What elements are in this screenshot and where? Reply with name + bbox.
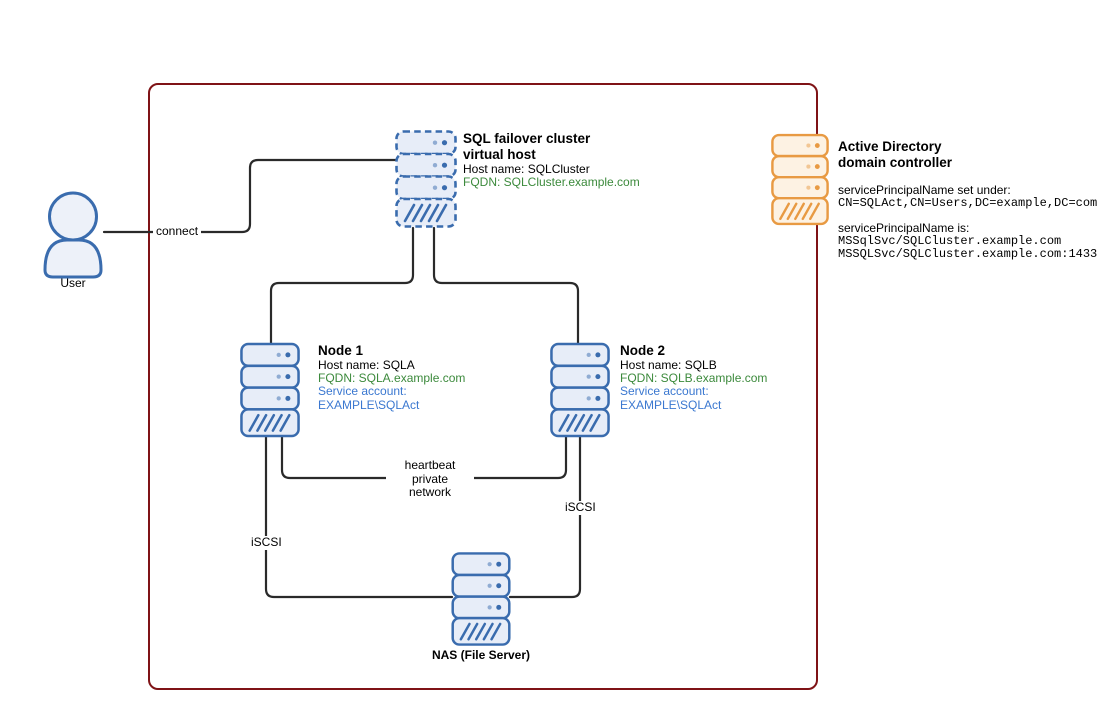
node2-hostname: Host name: SQLB: [620, 358, 717, 372]
active-directory-info: Active Directory domain controller servi…: [838, 139, 1097, 261]
node1-service-account: Service account: EXAMPLE\SQLAct: [318, 384, 420, 412]
virtual-host-hostname: Host name: SQLCluster: [463, 162, 590, 176]
spn-is-values: MSSqlSvc/SQLCluster.example.com MSSQLSvc…: [838, 234, 1098, 262]
active-directory-server-icon: [771, 131, 829, 233]
spn-set-under-value: CN=SQLAct,CN=Users,DC=example,DC=com: [838, 196, 1098, 211]
virtual-host-title: SQL failover cluster virtual host: [463, 131, 591, 162]
node1-server-icon: [240, 342, 300, 443]
node2-service-account: Service account: EXAMPLE\SQLAct: [620, 384, 722, 412]
heartbeat-network-label: heartbeat private network: [386, 458, 474, 500]
node1-hostname: Host name: SQLA: [318, 358, 415, 372]
node2-info: Node 2 Host name: SQLB FQDN: SQLB.exampl…: [620, 343, 767, 412]
spn-set-under-label: servicePrincipalName set under:: [838, 183, 1011, 197]
node1-fqdn: FQDN: SQLA.example.com: [318, 371, 466, 386]
virtual-host-info: SQL failover cluster virtual host Host n…: [463, 131, 640, 189]
node1-info: Node 1 Host name: SQLA FQDN: SQLA.exampl…: [318, 343, 465, 412]
active-directory-title: Active Directory domain controller: [838, 139, 953, 170]
nas-label: NAS (File Server): [431, 648, 531, 662]
node2-server-icon: [550, 342, 610, 443]
cluster-boundary: [148, 83, 818, 690]
nas-server-icon: [450, 552, 512, 651]
user-label: User: [60, 276, 86, 290]
node2-title: Node 2: [620, 343, 666, 358]
virtual-host-server-icon: [395, 130, 457, 233]
connect-label: connect: [153, 224, 202, 239]
virtual-host-fqdn: FQDN: SQLCluster.example.com: [463, 175, 640, 190]
spn-is-label: servicePrincipalName is:: [838, 221, 970, 236]
node1-title: Node 1: [318, 343, 364, 358]
iscsi-label-right: iSCSI: [562, 500, 599, 515]
node2-fqdn: FQDN: SQLB.example.com: [620, 371, 768, 386]
user-icon: [40, 191, 106, 284]
iscsi-label-left: iSCSI: [248, 535, 285, 550]
